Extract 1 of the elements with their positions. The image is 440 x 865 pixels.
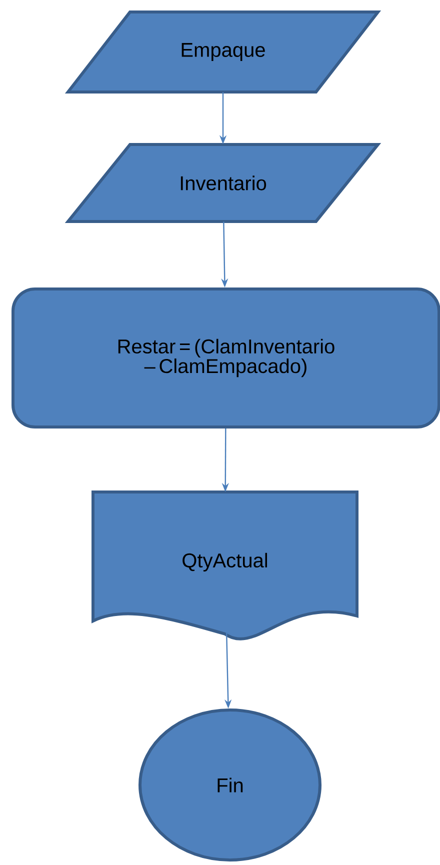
process-box: Restar = (ClamInventario – ClamEmpacado) — [12, 288, 440, 428]
